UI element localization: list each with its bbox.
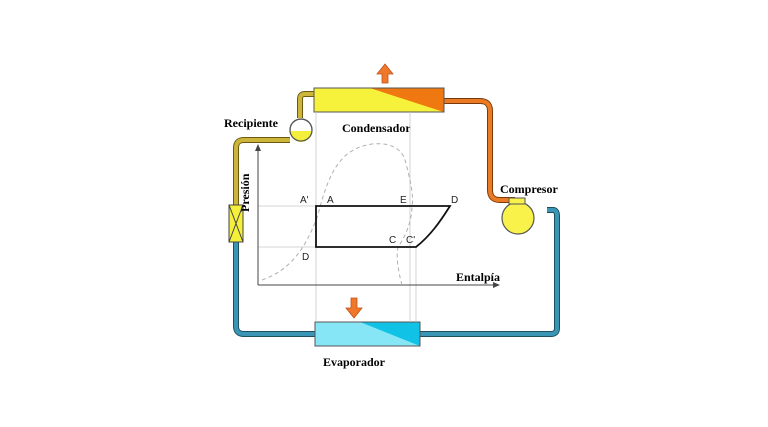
point-c-prime: C'	[406, 235, 415, 246]
compressor-label: Compresor	[500, 182, 558, 196]
evaporator-label: Evaporador	[323, 355, 386, 369]
point-c: C	[389, 235, 396, 246]
cycle-path	[315, 205, 452, 248]
point-e: E	[400, 195, 407, 206]
condenser	[313, 87, 445, 113]
evaporator	[314, 321, 421, 347]
y-axis-label: Presión	[238, 173, 252, 212]
receiver	[289, 118, 313, 142]
receiver-label: Recipiente	[224, 116, 279, 130]
compressor	[501, 197, 535, 235]
point-d-top: D	[451, 195, 458, 206]
saturation-curve	[261, 143, 413, 286]
x-axis-label: Entalpía	[456, 270, 500, 284]
heat-in-arrow-icon	[345, 297, 363, 319]
point-a-prime: A'	[300, 195, 309, 206]
condenser-label: Condensador	[342, 121, 411, 135]
expansion-valve	[228, 204, 244, 243]
point-d-bottom: D	[302, 252, 309, 263]
point-a: A	[327, 195, 334, 206]
heat-out-arrow-icon	[376, 63, 394, 84]
pressure-enthalpy-chart: A' A E D D C C' Presión Entalpía	[238, 112, 500, 322]
